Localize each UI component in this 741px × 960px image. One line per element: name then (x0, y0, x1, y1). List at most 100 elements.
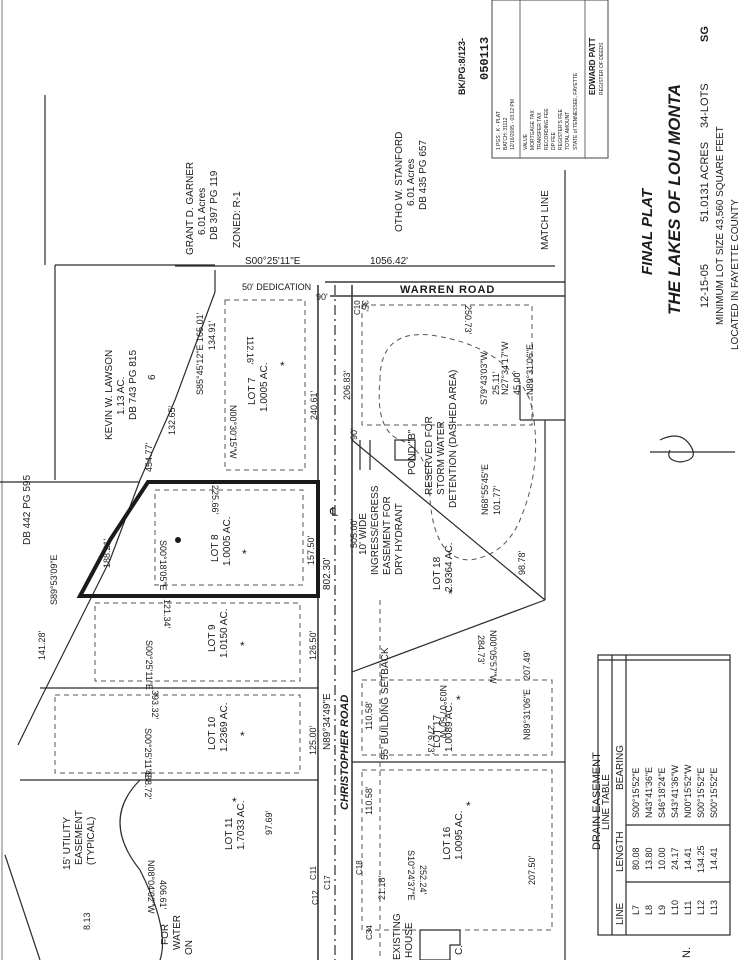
dim-252: 252.24' (418, 865, 428, 895)
table-row: L7 80.08 S00°15'52"E (631, 767, 641, 915)
on-label: ON (184, 940, 195, 955)
header-block: FINAL PLAT THE LAKES OF LOU MONTA 12-15-… (639, 26, 741, 350)
dim-n08: N08°04'02"W (146, 860, 156, 914)
table-cell: L12 (696, 900, 706, 915)
curve-c12: C12 (311, 890, 320, 905)
dim-s85: S85°45'12"E 165.01' (195, 312, 205, 395)
dim-225: 225.66' (210, 485, 220, 515)
dim-21: 21.18' (377, 875, 387, 900)
stamp-line-6: RECORDING FEE (544, 108, 550, 150)
dim-98: 98.78' (517, 550, 527, 575)
dim-240: 240.61' (309, 390, 319, 420)
table-row: L13 14.41 S00°15'52"E (709, 767, 719, 915)
dim-276: 276.73' (426, 725, 436, 755)
lot7-label: LOT 7 (247, 377, 258, 405)
recording-stamp: BK/PG:8/123- 050113 1 PGS : K - PLAT BAT… (457, 0, 609, 159)
lot10-area: 1.2369 AC. (219, 703, 230, 752)
min-lot: MINIMUM LOT SIZE 43,560 SQUARE FEET (715, 126, 726, 325)
table-cell: 134.25 (696, 845, 706, 873)
lot9-area: 1.0150 AC. (219, 609, 230, 658)
table-cell: 10.00 (657, 847, 667, 870)
ingress-line-0: 10' WIDE (358, 513, 369, 555)
road-labels: WARREN ROAD CHRISTOPHER ROAD MATCH LINE … (242, 190, 551, 810)
utility-line (4, 854, 41, 960)
dim-406: 406.61' (158, 880, 168, 910)
dim-125: 125.00' (308, 725, 318, 755)
garner-acres: 6.01 Acres (197, 188, 208, 235)
dim-112: 112.16' (245, 336, 255, 365)
table-cell: N00°15'52"W (683, 764, 693, 818)
stamp-register-title: REGISTER OF DEEDS (599, 42, 605, 95)
lawson-lot-boundary (54, 264, 215, 480)
table-cell: 80.08 (631, 847, 641, 870)
lot16-label: LOT 16 (442, 826, 453, 860)
lot17-asterisk: * (456, 693, 461, 707)
table-cell: L7 (631, 905, 641, 915)
dim-101: 101.77' (492, 485, 502, 515)
table-row: L8 13.80 N43°41'36"E (644, 767, 654, 915)
dim-110b: 110.58' (364, 786, 374, 815)
info-acres: 51.0131 ACRES (699, 142, 711, 222)
setback-lines (54, 299, 553, 960)
stamp-line-9: TOTAL AMOUNT (565, 112, 571, 150)
dim-s79: S79°43'03"W (479, 351, 489, 405)
stanford-name: OTHO W. STANFORD (394, 132, 405, 232)
dim-90a: 90' (316, 292, 328, 302)
stamp-line-1: BATCH: 31112 (503, 117, 509, 150)
info-date: 12-15-05 (699, 264, 711, 308)
table-header-line: LINE (615, 902, 626, 925)
dim-134: 134.91' (207, 320, 217, 350)
lot17-area: 1.0089 AC. (444, 703, 455, 752)
boundary-lines (0, 95, 566, 960)
christopher-road-label: CHRISTOPHER ROAD (339, 695, 351, 810)
lot10-asterisk: * (240, 729, 245, 743)
dim-284: 284.73' (476, 635, 486, 665)
dim-n27: N27°34'17"W (500, 341, 510, 395)
table-cell: L9 (657, 905, 667, 915)
table-row: L11 14.41 N00°15'52"W (683, 764, 693, 915)
pond-label: POND "B" (407, 429, 418, 475)
dim-s00b: S00°25'11"E (144, 640, 154, 690)
dim-45: 45.00' (512, 370, 522, 395)
table-cell: S00°15'52"E (709, 767, 719, 818)
table-cell: 14.41 (683, 847, 693, 870)
lot11-area: 1.7033 AC. (236, 801, 247, 850)
line-table: DRAIN EASEMENT LINE TABLE LINE LENGTH BE… (591, 654, 731, 936)
title-name: THE LAKES OF LOU MONTA (665, 84, 684, 315)
lot8-asterisk: * (242, 547, 247, 561)
storm-detention-area (378, 334, 537, 561)
house-line-1: HOUSE (404, 922, 415, 958)
located: LOCATED IN FAYETTE COUNTY (730, 199, 741, 350)
lot18-area: 2.9364 AC. (444, 543, 455, 592)
dim-132: 132.65' (167, 405, 177, 435)
storm-line-2: DETENTION (DASHED AREA) (448, 370, 459, 508)
dim-454: 454.77' (144, 442, 154, 472)
lot9-label: LOT 9 (207, 624, 218, 652)
for-label: FOR (160, 924, 171, 945)
dim-110a: 110.58' (364, 701, 374, 730)
table-row: L9 10.00 S46°18'24"E (657, 767, 667, 915)
table-cell: L10 (670, 900, 680, 915)
note-labels: POND "B" RESERVED FOR STORM WATER DETENT… (62, 370, 693, 960)
ingress-line-2: EASEMENT FOR (382, 496, 393, 575)
lot8-area: 1.0005 AC. (222, 517, 233, 566)
table-row: L10 24.17 S43°41'36"W (670, 764, 680, 915)
lot17-lot18-line (351, 599, 546, 673)
zoned-label: ZONED: R-1 (232, 191, 243, 248)
setback-label: 55' BUILDING SETBACK (380, 647, 391, 760)
water-line (119, 779, 163, 960)
lawson-number: 6 (147, 374, 158, 380)
dim-n89b: N89°31'06"E (525, 344, 535, 395)
stamp-bk: BK/PG:8/123- (457, 38, 467, 95)
table-header-bearing: BEARING (615, 745, 626, 790)
storm-line-1: STORM WATER (436, 421, 447, 495)
dim-505: 505.00' (349, 518, 359, 548)
table-outline (597, 654, 731, 936)
table-cell: 14.41 (709, 847, 719, 870)
christopher-distance: 802.30' (322, 557, 333, 590)
lot8-point (175, 537, 181, 543)
dim-393: 393.32' (150, 690, 160, 720)
pond-b-marker (394, 439, 416, 461)
n-mark: N. (681, 947, 693, 958)
warren-distance: 1056.42' (370, 256, 408, 267)
